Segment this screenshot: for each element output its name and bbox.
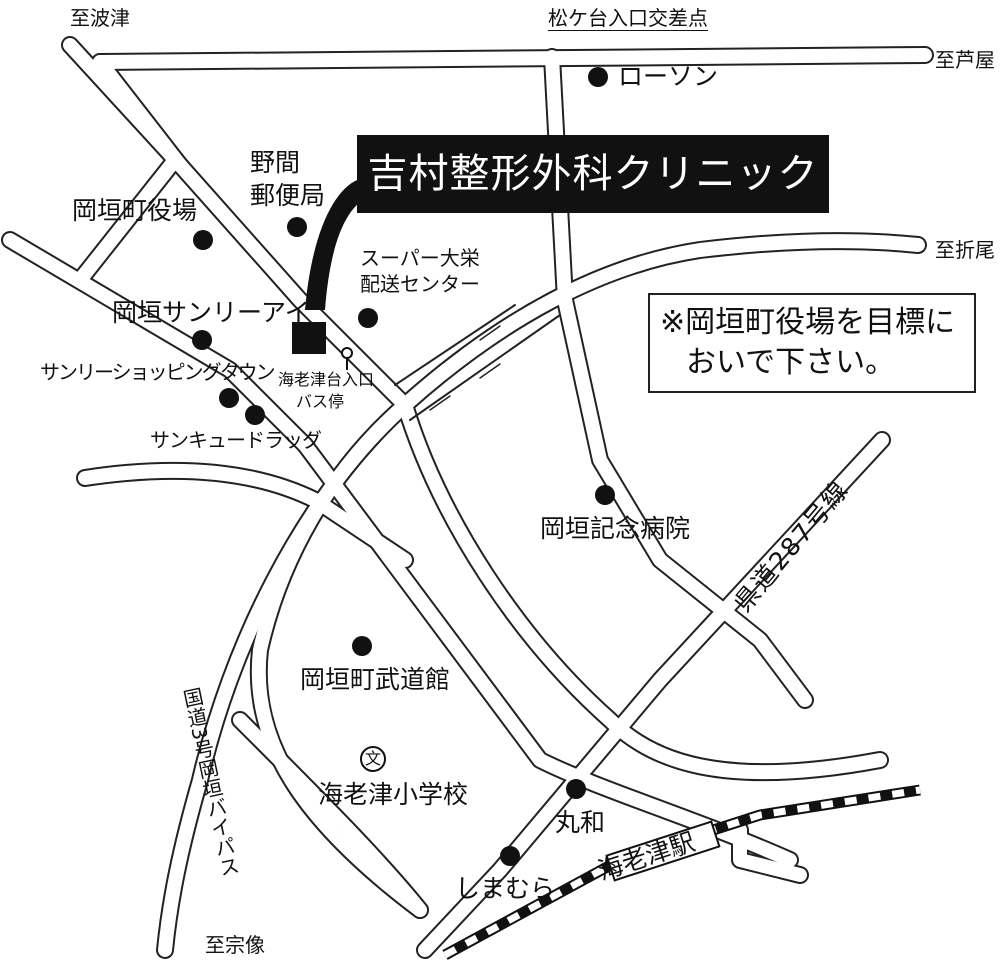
hospital-dot <box>595 485 615 505</box>
school-icon-ring <box>360 746 386 772</box>
guidance-note-line1: ※岡垣町役場を目標に <box>660 305 956 340</box>
town-office-label: 岡垣町役場 <box>72 196 198 225</box>
post-office-label-line2: 郵便局 <box>250 181 326 210</box>
town-office-dot <box>193 230 213 250</box>
budokan-label: 岡垣町武道館 <box>300 665 451 694</box>
sunny-i-dot <box>192 330 212 350</box>
lawson-label: ローソン <box>618 62 719 91</box>
shopping-town-dot <box>219 388 239 408</box>
maruwa-label: 丸和 <box>555 808 606 837</box>
bus-stop-icon <box>341 347 353 370</box>
budokan-dot <box>352 636 372 656</box>
bus-stop-label-line1: 海老津台入口 <box>278 370 375 389</box>
clinic-marker <box>292 322 326 354</box>
post-office-dot <box>287 217 307 237</box>
guidance-note: ※岡垣町役場を目標に おいで下さい。 <box>648 293 976 393</box>
sunny-i-label: 岡垣サンリーアイ <box>112 298 310 327</box>
shimamura-label: しまむら <box>455 874 556 903</box>
clinic-pointer <box>305 180 372 310</box>
maruwa-dot <box>566 779 586 799</box>
station-platform <box>605 820 721 882</box>
shimamura-dot <box>500 846 520 866</box>
school-icon: 文 <box>365 749 382 768</box>
drug-store-label: サンキュードラッグ <box>150 428 322 452</box>
matsugadai-crossing-label: 松ケ台入口交差点 <box>548 6 708 31</box>
school-label: 海老津小学校 <box>318 780 469 809</box>
road-inner-curve <box>396 396 889 782</box>
drug-store-dot <box>245 405 265 425</box>
bus-stop-label-line2: バス停 <box>296 392 345 411</box>
shopping-town-label: サンリーショッピングタウン <box>40 360 276 384</box>
guidance-note-line2: おいで下さい。 <box>686 345 896 380</box>
supermarket-dot <box>358 308 378 328</box>
direction-hatazu: 至波津 <box>70 6 130 30</box>
lawson-dot <box>588 67 608 87</box>
divided-highway <box>394 304 561 421</box>
direction-ashiya: 至芦屋 <box>935 48 995 72</box>
direction-munakata: 至宗像 <box>205 933 265 957</box>
clinic-name-banner: 吉村整形外科クリニック <box>357 135 829 213</box>
supermarket-label-line2: 配送センター <box>360 272 480 296</box>
supermarket-label-line1: スーパー大栄 <box>360 246 480 270</box>
hospital-label: 岡垣記念病院 <box>540 514 691 543</box>
direction-orio: 至折尾 <box>935 238 995 262</box>
post-office-label-line1: 野間 <box>250 148 301 177</box>
